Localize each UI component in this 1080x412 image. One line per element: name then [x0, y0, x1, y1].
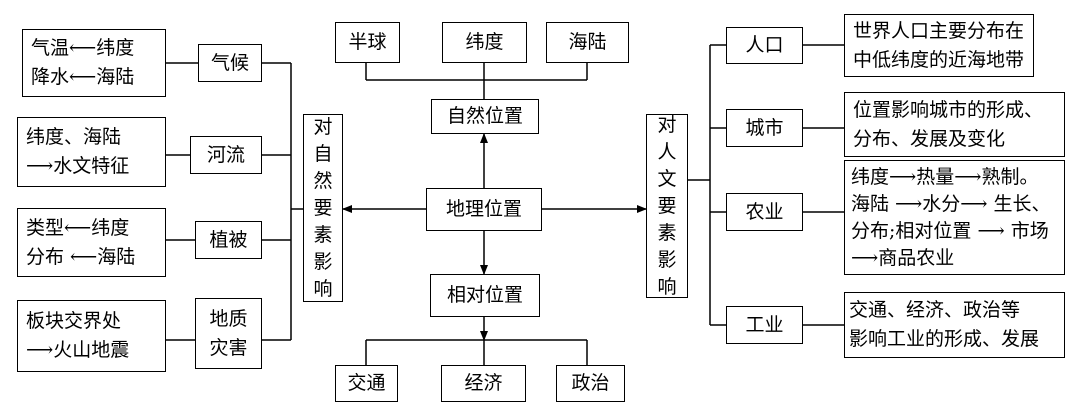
river-desc-line: ⟶水文特征	[26, 155, 130, 177]
agriculture-desc-line: 海陆 ⟶水分⟶ 生长、	[851, 192, 1051, 215]
population-desc-line: 世界人口主要分布在	[853, 19, 1025, 42]
land-sea-box: 海陆	[546, 22, 629, 63]
climate-label: 气候	[210, 51, 249, 74]
city-label: 城市	[745, 116, 784, 139]
population-box: 人口	[726, 27, 803, 64]
geographic-location-box: 地理位置	[426, 188, 542, 231]
city-box: 城市	[726, 109, 803, 147]
vegetation-desc-line: 类型⟵纬度	[26, 216, 130, 239]
climate-desc-line: 气温⟵纬度	[31, 37, 135, 59]
politics-label: 政治	[571, 372, 610, 394]
transport-label: 交通	[347, 372, 386, 394]
geological-hazard-label-line: 灾害	[209, 336, 248, 359]
population-desc-line: 中低纬度的近海地带	[853, 48, 1025, 71]
latitude-label: 纬度	[465, 31, 504, 53]
climate-box: 气候	[198, 44, 262, 82]
city-desc-line: 分布、发展及变化	[853, 127, 1006, 150]
industry-label: 工业	[745, 313, 784, 336]
vegetation-desc-box: 类型⟵纬度 分布 ⟵海陆	[17, 208, 166, 277]
hemisphere-box: 半球	[335, 22, 400, 63]
geological-desc-line: ⟶火山地震	[26, 339, 130, 361]
natural-factors-char: 素	[313, 223, 333, 246]
river-label: 河流	[206, 143, 245, 166]
transport-box: 交通	[335, 365, 398, 402]
hemisphere-label: 半球	[348, 31, 387, 53]
natural-factors-char: 要	[313, 196, 333, 219]
natural-factors-char: 响	[313, 277, 333, 300]
geological-hazard-label-line: 地质	[209, 307, 248, 330]
climate-desc-line: 降水⟵海陆	[31, 66, 135, 88]
agriculture-desc-line: 分布;相对位置 ⟶ 市场	[851, 219, 1049, 242]
natural-location-label: 自然位置	[446, 105, 523, 127]
agriculture-label: 农业	[745, 200, 784, 223]
agriculture-desc-box: 纬度⟶热量⟶熟制。 海陆 ⟶水分⟶ 生长、 分布;相对位置 ⟶ 市场 ⟶商品农业	[844, 160, 1065, 275]
relative-location-label: 相对位置	[446, 284, 523, 306]
relative-location-box: 相对位置	[430, 274, 540, 317]
city-desc-box: 位置影响城市的形成、 分布、发展及变化	[844, 92, 1065, 157]
industry-desc-line: 影响工业的形成、发展	[849, 328, 1040, 350]
latitude-box: 纬度	[442, 22, 527, 63]
geological-desc-box: 板块交界处 ⟶火山地震	[17, 300, 166, 372]
city-desc-line: 位置影响城市的形成、	[853, 98, 1044, 121]
human-factors-influence-box: 对 人 文 要 素 影 响	[646, 114, 688, 298]
geographic-location-label: 地理位置	[445, 198, 522, 220]
human-factors-char: 响	[657, 275, 677, 298]
river-box: 河流	[190, 136, 262, 174]
land-sea-label: 海陆	[568, 31, 607, 53]
industry-box: 工业	[726, 306, 803, 344]
human-factors-char: 素	[657, 221, 677, 244]
population-desc-box: 世界人口主要分布在 中低纬度的近海地带	[844, 14, 1034, 77]
population-label: 人口	[745, 34, 784, 56]
natural-factors-char: 然	[313, 169, 333, 192]
economy-box: 经济	[441, 365, 526, 402]
human-factors-char: 对	[657, 113, 677, 136]
human-factors-char: 影	[657, 248, 677, 271]
human-factors-char: 要	[657, 194, 677, 217]
industry-desc-line: 交通、经济、政治等	[849, 299, 1021, 321]
geological-hazard-box: 地质 灾害	[195, 298, 262, 369]
economy-label: 经济	[464, 372, 503, 394]
natural-factors-char: 自	[313, 142, 333, 165]
human-factors-char: 人	[657, 140, 677, 163]
vegetation-desc-line: 分布 ⟵海陆	[26, 245, 136, 268]
politics-box: 政治	[556, 365, 625, 402]
geological-desc-line: 板块交界处	[26, 310, 122, 332]
vegetation-box: 植被	[195, 221, 262, 259]
climate-desc-box: 气温⟵纬度 降水⟵海陆	[22, 29, 166, 97]
vegetation-label: 植被	[209, 228, 248, 251]
agriculture-box: 农业	[726, 193, 803, 231]
natural-location-box: 自然位置	[431, 99, 539, 134]
industry-desc-box: 交通、经济、政治等 影响工业的形成、发展	[844, 292, 1065, 358]
natural-factors-char: 影	[313, 250, 333, 273]
natural-factors-char: 对	[313, 115, 333, 138]
agriculture-desc-line: 纬度⟶热量⟶熟制。	[851, 165, 1039, 188]
human-factors-char: 文	[657, 167, 677, 190]
natural-factors-influence-box: 对 自 然 要 素 影 响	[303, 114, 343, 302]
river-desc-line: 纬度、海陆	[26, 126, 122, 148]
agriculture-desc-line: ⟶商品农业	[851, 246, 955, 269]
river-desc-box: 纬度、海陆 ⟶水文特征	[17, 117, 166, 187]
